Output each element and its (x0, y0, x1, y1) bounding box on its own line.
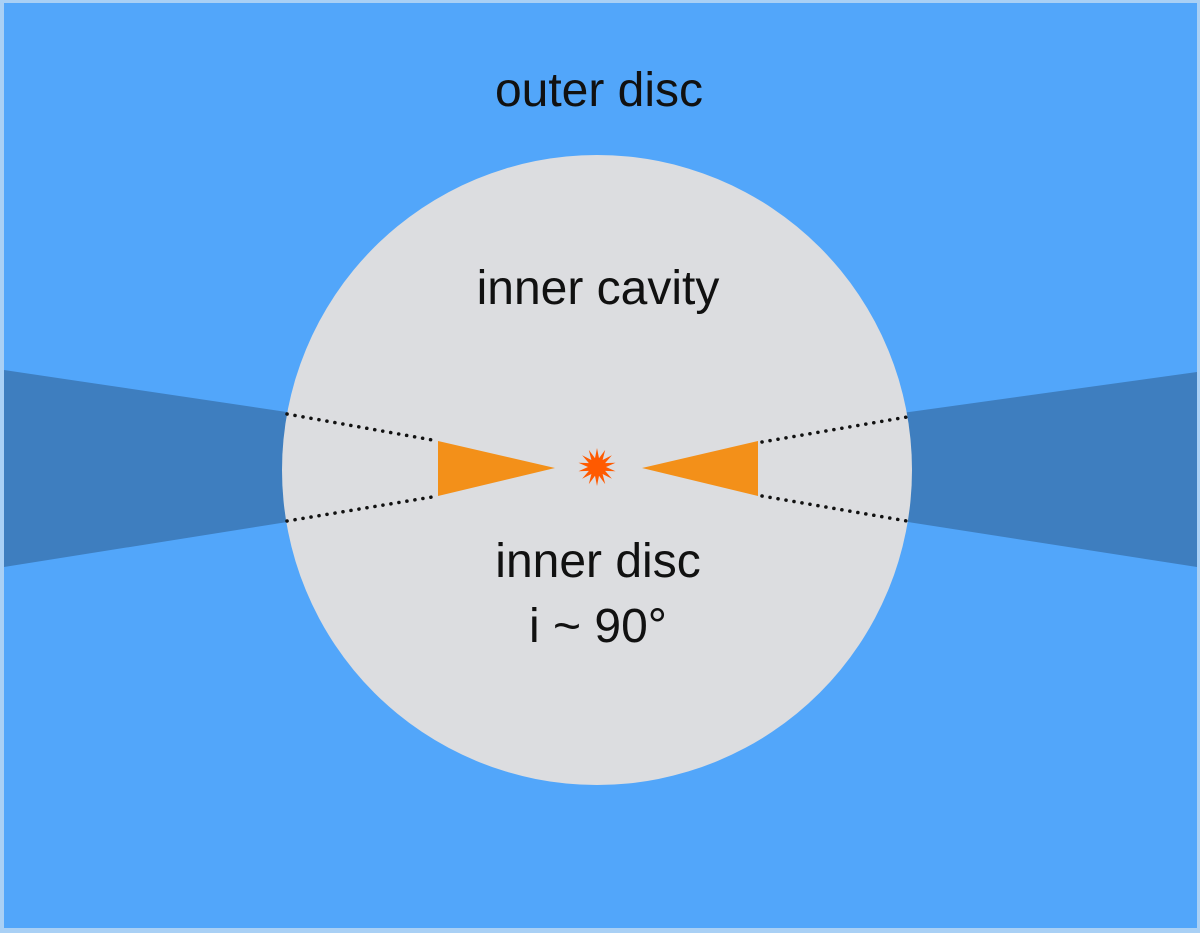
inclination-label: i ~ 90° (529, 600, 667, 653)
star-burst-icon (578, 448, 616, 486)
outer-disc-shadow-left (4, 370, 300, 567)
outer-disc-label: outer disc (495, 64, 703, 117)
inner-cavity-label: inner cavity (477, 262, 720, 315)
dotted-line-left-top (285, 412, 440, 443)
inner-disc-label: inner disc (495, 535, 700, 588)
dotted-line-left-bottom (285, 494, 440, 523)
dotted-line-right-bottom (760, 494, 909, 523)
sight-lines (285, 412, 909, 523)
inner-disc-wedge-right (642, 441, 758, 496)
dotted-line-right-top (760, 415, 909, 444)
inner-disc-wedge-left (438, 441, 555, 496)
outer-disc-shadow-right (895, 372, 1197, 567)
